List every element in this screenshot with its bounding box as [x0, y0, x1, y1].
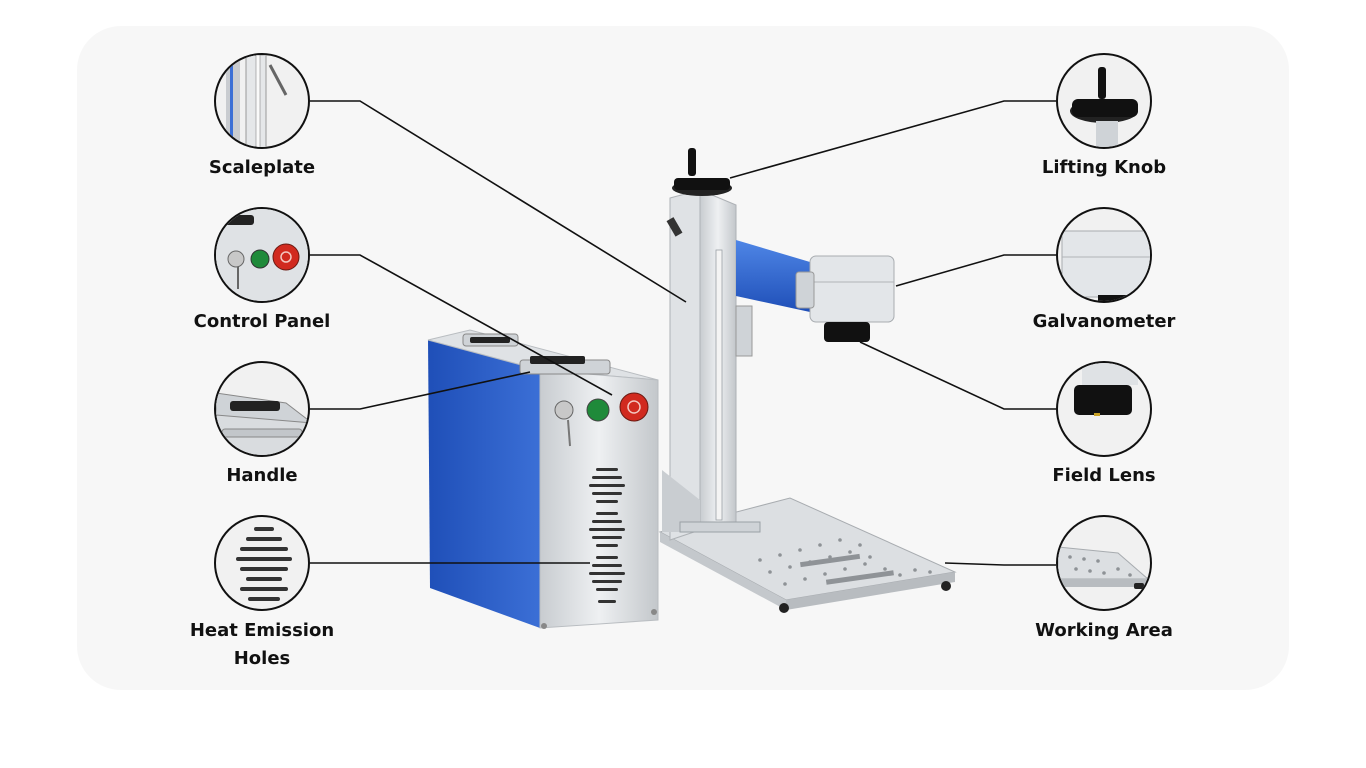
leader-lines: [310, 100, 1056, 566]
heat-emission-label: Heat Emission Holes: [162, 617, 362, 673]
vent-holes-icon: [236, 527, 292, 601]
handle-detail-circle: [214, 361, 310, 457]
galvanometer-detail-circle: [1056, 207, 1152, 303]
working-area-detail-circle: [1056, 515, 1152, 611]
control-panel-detail-circle: [214, 207, 310, 303]
working-area-icon: [1058, 546, 1150, 589]
scaleplate-label: Scaleplate: [208, 157, 316, 178]
galvanometer-label: Galvanometer: [1032, 311, 1176, 332]
control-panel-icon: [216, 209, 308, 301]
control-panel-label: Control Panel: [193, 311, 331, 332]
scaleplate-detail-circle: [214, 53, 310, 149]
working-area-label: Working Area: [1035, 620, 1173, 641]
field-lens-label: Field Lens: [1052, 465, 1156, 486]
handle-icon: [216, 392, 308, 455]
field-lens-icon: [1074, 363, 1138, 416]
heat-emission-label-line1: Heat Emission: [189, 620, 335, 641]
column: [662, 148, 761, 541]
handle-label: Handle: [226, 465, 298, 486]
heat-emission-label-line2: Holes: [233, 648, 291, 669]
scaleplate-icon: [226, 55, 288, 147]
lifting-knob-icon: [1070, 67, 1138, 147]
lifting-knob-detail-circle: [1056, 53, 1152, 149]
heat-emission-detail-circle: [214, 515, 310, 611]
arm: [735, 240, 895, 357]
power-box: [427, 329, 659, 629]
field-lens-detail-circle: [1056, 361, 1152, 457]
galvanometer-icon: [1061, 230, 1150, 301]
lifting-knob-label: Lifting Knob: [1041, 157, 1167, 178]
